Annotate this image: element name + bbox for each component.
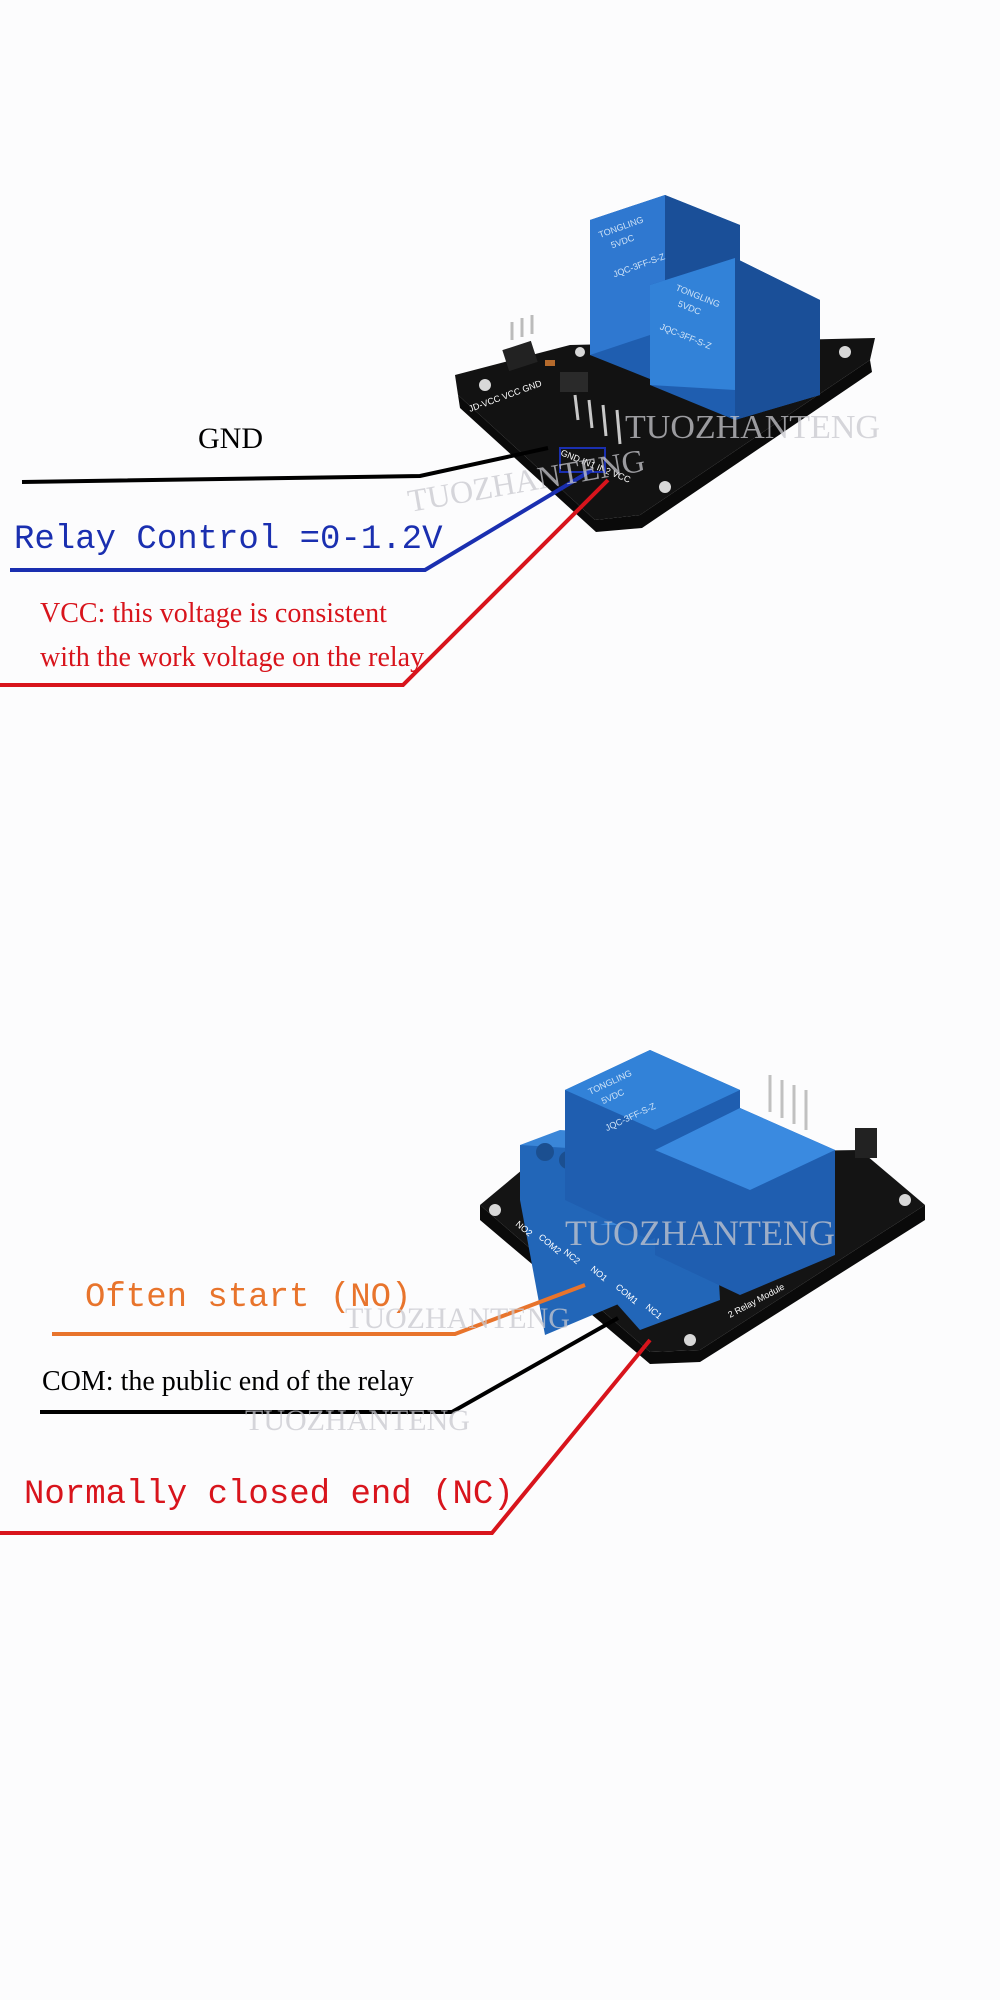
watermark: TUOZHANTENG <box>345 1302 570 1335</box>
com-wire <box>40 1316 619 1414</box>
top-mount-hole <box>479 379 491 391</box>
watermark: TUOZHANTENG <box>565 1213 835 1253</box>
nc-wire <box>0 1338 652 1535</box>
top-in-pin-highlight <box>559 447 606 473</box>
com-callout: COM: the public end of the relay <box>40 1316 619 1414</box>
bottom-mount-hole <box>684 1334 696 1346</box>
top-relay-module: TONGLING 5VDC JQC-3FF-S-Z TONGLING 5VDC … <box>455 195 875 532</box>
gnd-label: GND <box>198 422 263 455</box>
vcc-wire <box>0 478 610 687</box>
bottom-relay-2 <box>655 1108 835 1295</box>
top-smd-component <box>545 360 555 366</box>
top-mount-hole <box>839 346 851 358</box>
bottom-control-pins <box>768 1075 808 1130</box>
bottom-mount-hole <box>489 1204 501 1216</box>
no-wire <box>52 1283 586 1336</box>
relay-control-wire <box>10 468 594 572</box>
gnd-wire <box>21 446 549 484</box>
gnd-callout: GND <box>21 422 549 484</box>
bottom-relay-module: TONGLING 5VDC JQC-3FF-S-Z NO2 COM2 NC2 N… <box>480 1050 925 1364</box>
relay-control-callout: Relay Control =0-1.2V <box>10 468 594 572</box>
top-mount-hole <box>659 481 671 493</box>
top-relay-2: TONGLING 5VDC JQC-3FF-S-Z <box>650 258 820 420</box>
no-callout: Often start (NO) <box>52 1279 586 1336</box>
top-jumper-header <box>502 315 538 372</box>
nc-callout: Normally closed end (NC) <box>0 1338 652 1535</box>
relay-control-label: Relay Control =0-1.2V <box>14 521 443 559</box>
watermark: TUOZHANTENG <box>625 409 880 446</box>
top-control-pins <box>573 394 622 445</box>
top-mount-hole <box>575 347 585 357</box>
nc-label: Normally closed end (NC) <box>24 1476 514 1514</box>
no-label: Often start (NO) <box>85 1279 411 1317</box>
bottom-mount-hole <box>899 1194 911 1206</box>
vcc-label-line2: with the work voltage on the relay <box>40 642 424 673</box>
terminal-screw <box>536 1143 554 1161</box>
com-label: COM: the public end of the relay <box>42 1366 414 1397</box>
vcc-label-line1: VCC: this voltage is consistent <box>40 598 387 629</box>
bottom-jumper <box>855 1128 877 1158</box>
top-optocoupler <box>560 372 588 392</box>
vcc-callout: VCC: this voltage is consistent with the… <box>0 478 610 687</box>
watermark: TUOZHANTENG <box>245 1404 470 1437</box>
